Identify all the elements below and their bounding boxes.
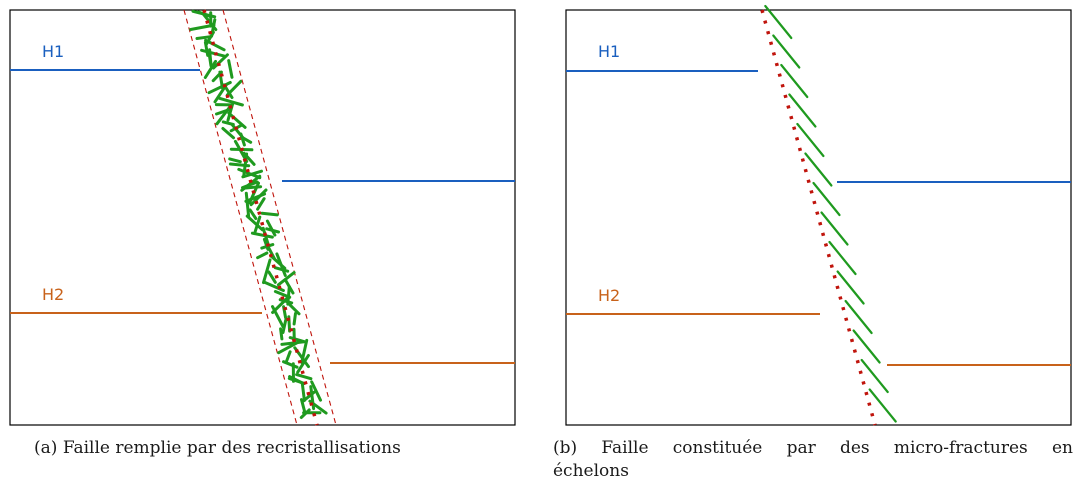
crystal-stroke: [300, 381, 306, 402]
caption-a: (a) Faille remplie par des recristallisa…: [34, 437, 524, 460]
caption-b-text: Faille constituée par des micro-fracture…: [601, 438, 1074, 458]
crystal-stroke: [300, 398, 307, 414]
figure-svg: H1 H2 H1 H2: [9, 4, 1072, 426]
panel-a-frame: [9, 9, 516, 426]
crystal-stroke: [195, 35, 211, 40]
crystal-stroke: [245, 214, 264, 232]
crystal-stroke: [284, 350, 292, 364]
crystal-stroke: [267, 270, 277, 284]
crystal-stroke: [256, 251, 269, 260]
crystal-stroke: [203, 59, 217, 79]
recrystallisation-fill: [189, 9, 328, 419]
label-h1-a: H1: [42, 42, 64, 61]
crystal-stroke: [260, 211, 279, 217]
crystal-stroke: [292, 311, 297, 326]
crystal-stroke: [271, 305, 285, 330]
micro-fracture: [780, 63, 809, 99]
panel-b: H1 H2: [565, 4, 1072, 426]
crystal-stroke: [248, 208, 258, 220]
micro-fracture: [828, 240, 857, 276]
crystal-stroke: [244, 192, 267, 203]
crystal-stroke: [211, 70, 223, 83]
crystal-stroke: [265, 219, 277, 237]
crystal-stroke: [239, 132, 246, 147]
crystal-stroke: [281, 318, 288, 334]
crystal-stroke: [276, 271, 296, 287]
crystal-stroke: [253, 215, 262, 234]
crystal-stroke: [241, 185, 263, 190]
crystal-stroke: [265, 227, 280, 234]
crystal-stroke: [228, 157, 242, 164]
label-h2-b: H2: [598, 286, 620, 305]
crystal-stroke: [256, 197, 266, 211]
micro-fracture: [764, 4, 793, 40]
en-echelon-fractures: [764, 4, 897, 423]
crystal-stroke: [279, 327, 284, 341]
crystal-stroke: [244, 191, 251, 219]
crystal-stroke: [212, 53, 229, 70]
crystal-stroke: [207, 53, 213, 68]
crystal-stroke: [288, 302, 301, 316]
micro-fracture: [796, 122, 825, 158]
micro-fracture: [852, 329, 881, 364]
micro-fracture: [804, 152, 833, 187]
caption-a-text: Faille remplie par des recristallisation…: [62, 438, 401, 458]
crystal-stroke: [250, 231, 274, 239]
crystal-stroke: [263, 281, 285, 292]
crystal-stroke: [213, 83, 228, 104]
micro-fracture: [812, 181, 841, 217]
micro-fracture: [868, 388, 897, 423]
crystal-stroke: [189, 23, 216, 31]
crystal-stroke: [277, 339, 302, 355]
crystal-stroke: [215, 106, 231, 126]
label-h2-a: H2: [42, 285, 64, 304]
crystal-stroke: [295, 373, 313, 381]
crystal-stroke: [275, 252, 287, 277]
micro-fracture: [772, 34, 801, 69]
crystal-stroke: [200, 48, 226, 58]
crystal-stroke: [273, 266, 290, 273]
micro-fracture: [844, 299, 873, 335]
caption-b-tag: (b): [553, 438, 578, 458]
crystal-stroke: [221, 127, 235, 140]
micro-fracture: [836, 270, 865, 305]
crystal-stroke: [204, 38, 226, 52]
crystal-stroke: [310, 380, 322, 402]
crystal-stroke: [227, 59, 234, 79]
caption-a-tag: (a): [34, 438, 58, 458]
micro-fracture: [788, 93, 817, 128]
crystal-stroke: [241, 169, 263, 179]
crystal-stroke: [218, 96, 244, 107]
caption-b-line1: (b) Faille constituée par des micro-frac…: [553, 437, 1073, 460]
label-h1-b: H1: [598, 42, 620, 61]
micro-fracture: [820, 211, 849, 246]
crystal-stroke: [296, 354, 310, 374]
panel-b-frame: [565, 9, 1072, 426]
crystal-stroke: [262, 258, 272, 285]
caption-b-line2: échelons: [553, 461, 629, 481]
panel-a: H1 H2: [9, 9, 516, 426]
micro-fracture: [860, 358, 889, 394]
